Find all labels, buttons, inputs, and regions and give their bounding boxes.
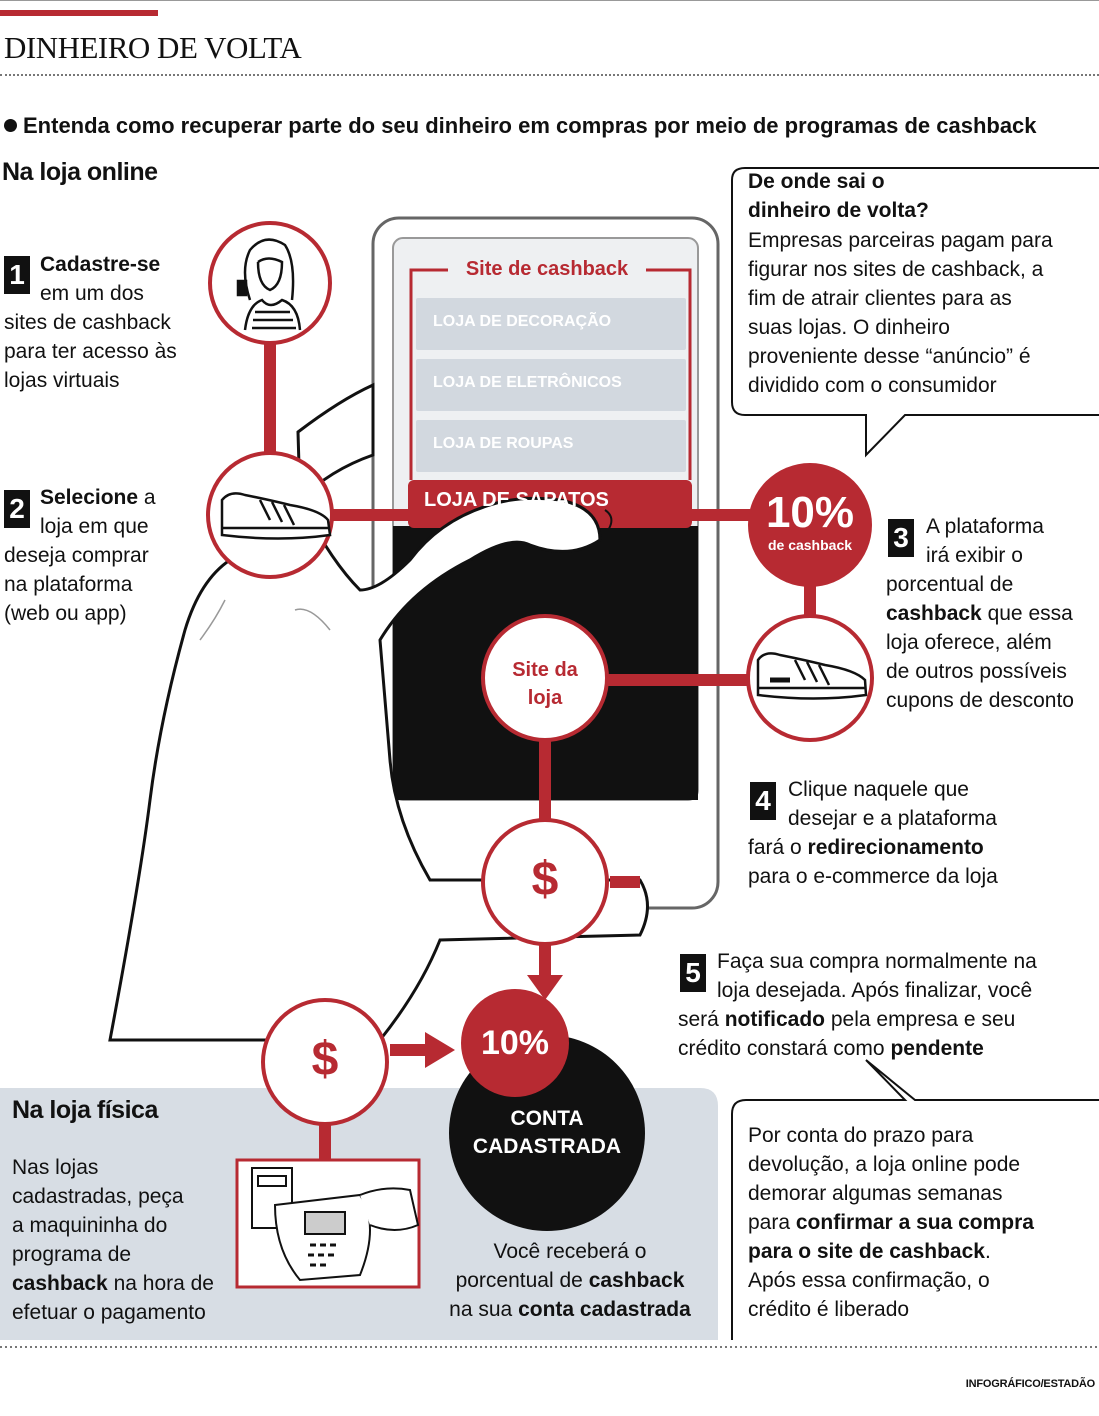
shoe-icon-1 [220,492,332,540]
cashback-badge [748,463,872,587]
store-item-sapatos[interactable]: LOJA DE SAPATOS [424,489,609,511]
woman-icon [236,238,302,331]
step-3-number: 3 [888,519,914,557]
subtitle: Entenda como recuperar parte do seu dinh… [4,113,1037,139]
cashback-label: de cashback [767,537,853,553]
credit-line: INFOGRÁFICO/ESTADÃO [965,1378,1095,1390]
cashback-pct: 10% [765,488,855,537]
accent-bar [0,10,158,16]
store-row-0 [416,298,686,350]
store-row-1 [416,359,686,411]
step-5-number: 5 [680,954,706,992]
step-2-number: 2 [4,490,30,528]
site-frame [409,268,692,480]
online-heading: Na loja online [2,158,158,186]
dollar-circle-top [481,818,609,946]
store-row-2 [416,420,686,472]
page-title: DINHEIRO DE VOLTA [4,30,302,65]
dollar-sign-top: $ [531,853,559,906]
step-5-text-b: será notificado pela empresa e seu crédi… [678,1008,1016,1060]
card-machine-icon [251,1167,420,1282]
dotted-divider [0,74,1099,76]
dollar-sign-bottom: $ [311,1033,339,1086]
step-3-text-b: porcentual de cashback que essa loja ofe… [886,573,1074,712]
shoe-icon-2 [756,652,868,700]
woman-circle [208,221,332,345]
store-item-roupas[interactable]: LOJA DE ROUPAS [433,435,574,452]
physical-heading: Na loja física [12,1096,158,1124]
site-cashback-title: Site de cashback [465,258,629,280]
step-4-number: 4 [750,782,776,820]
step-4-text-b: fará o redirecionamento para o e-commerc… [748,836,998,888]
callout-bubble-top [731,167,1099,458]
arrow-right [425,1032,455,1068]
dollar-circle-bottom [261,998,389,1126]
receive-text: Você receberá o porcentual de cashback n… [449,1240,691,1321]
step-1-number: 1 [4,256,30,294]
flow-lines [264,335,816,1160]
site-loja-circle [481,614,609,742]
store-item-eletronicos[interactable]: LOJA DE ELETRÔNICOS [433,374,622,391]
store-item-decoracao[interactable]: LOJA DE DECORAÇÃO [433,313,612,330]
final-pct-circle [461,989,569,1097]
final-pct: 10% [480,1024,550,1062]
arrow-down [527,975,563,1000]
top-rule [0,0,1099,1]
callout-bubble-bottom [731,1059,1099,1340]
